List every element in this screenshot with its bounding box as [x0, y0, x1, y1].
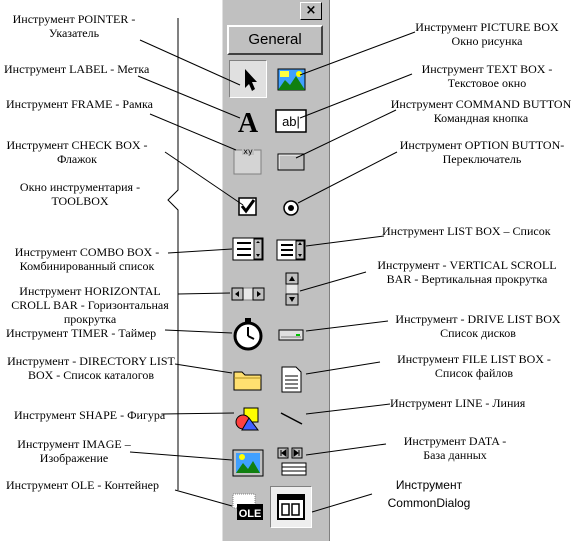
label-leader [137, 75, 241, 119]
data-caption: Инструмент DATA -База данных [403, 434, 507, 462]
textbox-glyph: ab| [282, 114, 300, 129]
listbox-tool[interactable] [272, 230, 310, 268]
checkbox-icon [238, 197, 257, 216]
commondialog-leader [311, 493, 373, 513]
filelist-leader [305, 361, 381, 375]
pointer-leader [139, 39, 241, 86]
commondialog-icon [277, 494, 305, 520]
optionbutton-caption: Инструмент OPTION BUTTON-Переключатель [399, 138, 565, 166]
filelist-tool[interactable] [272, 360, 310, 398]
image-icon [232, 449, 264, 477]
pointer-tool[interactable] [229, 60, 267, 98]
label-tool[interactable]: A [229, 102, 267, 140]
timer-leader [164, 329, 233, 334]
drive-icon [278, 329, 304, 341]
toolbox-bracket [167, 18, 179, 490]
listbox-leader [305, 235, 385, 247]
close-button[interactable]: × [300, 2, 322, 20]
image-caption: Инструмент IMAGE –Изображение [17, 437, 131, 465]
image-tool[interactable] [229, 443, 267, 481]
line-icon [280, 412, 303, 425]
frame-leader [149, 113, 237, 151]
frame-caption: Инструмент FRAME - Рамка [6, 97, 153, 111]
frame-tool[interactable]: xy [229, 142, 267, 180]
combobox-leader [167, 248, 233, 254]
data-tool[interactable] [272, 443, 310, 481]
picturebox-icon [277, 68, 306, 91]
listbox-icon [276, 239, 306, 261]
label-icon: A [238, 108, 259, 139]
drivelist-tool[interactable] [272, 315, 310, 353]
commandbutton-icon [277, 153, 305, 171]
checkbox-leader [164, 151, 244, 206]
hscroll-icon [231, 287, 265, 301]
ole-leader [174, 489, 233, 507]
optionbutton-tool[interactable] [272, 188, 310, 226]
label-caption: Инструмент LABEL - Метка [4, 62, 150, 76]
textbox-caption: Инструмент TEXT BOX -Текстовое окно [421, 62, 553, 90]
optionbutton-leader [297, 151, 398, 204]
folder-icon [233, 371, 262, 391]
toolbox-window-caption: Окно инструментария -TOOLBOX [19, 180, 141, 208]
timer-caption: Инструмент TIMER - Таймер [6, 326, 157, 340]
commondialog-tool[interactable] [270, 486, 312, 528]
picturebox-tool[interactable] [272, 60, 310, 98]
textbox-leader [299, 73, 413, 119]
combobox-caption: Инструмент COMBO BOX -Комбинированный сп… [14, 245, 160, 273]
commandbutton-tool[interactable] [272, 142, 310, 180]
drivelist-leader [305, 320, 389, 332]
vscroll-icon [285, 272, 299, 306]
timer-icon [233, 318, 263, 351]
hscroll-leader [177, 292, 231, 295]
pointer-caption: Инструмент POINTER -Указатель [12, 12, 136, 40]
file-icon [281, 366, 302, 393]
hscroll-tool[interactable] [229, 274, 267, 312]
filelist-caption: Инструмент FILE LIST BOX -Список файлов [397, 352, 551, 380]
data-icon [277, 447, 307, 476]
data-leader [305, 443, 387, 456]
ole-tool[interactable]: OLE [229, 488, 267, 526]
image-leader [129, 451, 233, 461]
listbox-caption: Инструмент LIST BOX – Список [382, 224, 551, 238]
commandbutton-leader [295, 109, 397, 159]
ole-glyph: OLE [239, 508, 262, 520]
combobox-icon [232, 237, 264, 261]
optionbutton-icon [283, 200, 299, 216]
vscroll-tool[interactable] [272, 270, 310, 308]
checkbox-caption: Инструмент CHECK BOX -Флажок [6, 138, 148, 166]
general-tab-button[interactable]: General [227, 25, 323, 55]
frame-glyph: xy [243, 147, 253, 156]
checkbox-tool[interactable] [229, 188, 267, 226]
textbox-tool[interactable]: ab| [272, 102, 310, 140]
line-caption: Инструмент LINE - Линия [390, 396, 526, 410]
shape-caption: Инструмент SHAPE - Фигура [14, 408, 166, 422]
dirlist-leader [174, 363, 233, 374]
line-leader [305, 403, 391, 415]
pointer-icon [245, 69, 257, 91]
shape-leader [161, 412, 235, 415]
vscroll-leader [299, 271, 367, 292]
timer-tool[interactable] [229, 315, 267, 353]
ole-caption: Инструмент OLE - Контейнер [6, 478, 159, 492]
label-glyph: A [238, 108, 259, 139]
frame-icon: xy [233, 146, 262, 175]
shape-icon [235, 407, 259, 431]
shape-tool[interactable] [229, 400, 267, 438]
dirlist-tool[interactable] [229, 360, 267, 398]
picturebox-leader [299, 31, 416, 76]
line-tool[interactable] [272, 400, 310, 438]
textbox-icon: ab| [275, 109, 307, 133]
combobox-tool[interactable] [229, 230, 267, 268]
ole-icon: OLE [232, 493, 263, 520]
